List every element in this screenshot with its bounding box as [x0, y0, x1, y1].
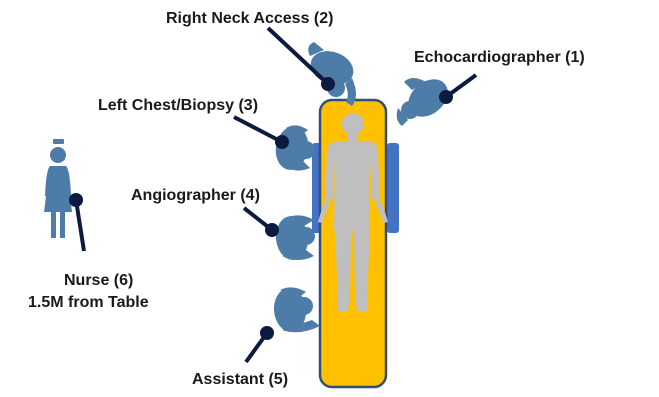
pointer-dot-left-chest [275, 135, 289, 149]
staff-angiographer-figure [274, 215, 315, 262]
label-nurse-distance: 1.5M from Table [28, 294, 149, 311]
staff-assistant-figure [272, 287, 320, 334]
pointer-dot-angio [265, 223, 279, 237]
table-right-rail [387, 143, 399, 233]
pointer-dot-assistant [260, 326, 274, 340]
pointer-line-nurse [76, 200, 84, 251]
label-assistant: Assistant (5) [192, 371, 288, 388]
label-angiographer: Angiographer (4) [131, 187, 260, 204]
label-right-neck-access: Right Neck Access (2) [166, 10, 333, 27]
pointer-line-left-chest [234, 117, 282, 142]
label-echocardiographer: Echocardiographer (1) [414, 49, 585, 66]
staff-nurse-figure [44, 139, 72, 238]
pointer-dot-echo [439, 90, 453, 104]
pointer-dot-nurse [69, 193, 83, 207]
label-nurse: Nurse (6) [64, 272, 133, 289]
pointer-dot-right-neck [321, 77, 335, 91]
staff-right-neck-access-figure [306, 42, 358, 106]
label-left-chest-biopsy: Left Chest/Biopsy (3) [98, 97, 258, 114]
